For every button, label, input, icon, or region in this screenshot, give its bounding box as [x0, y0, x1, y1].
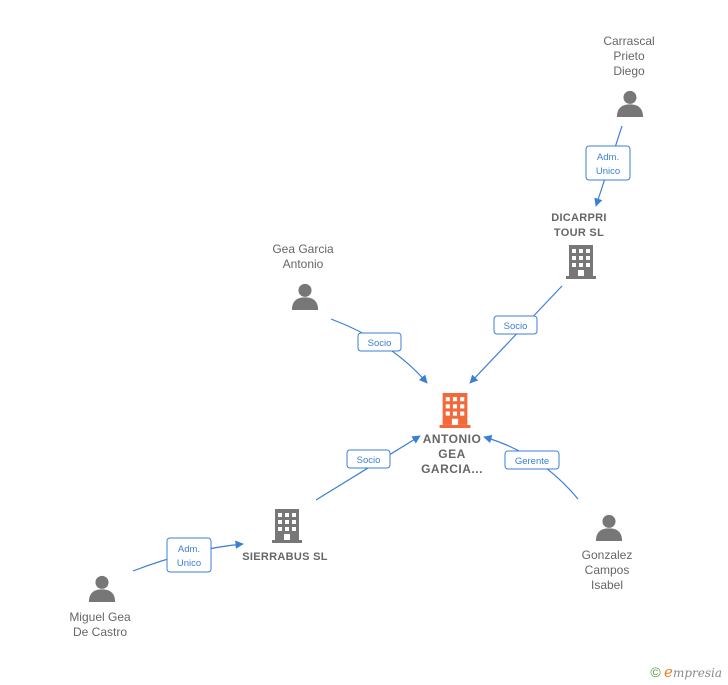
person-icon — [595, 514, 623, 541]
edge-label-e1[interactable]: Adm. Unico — [585, 145, 631, 181]
node-label-line: Isabel — [591, 578, 623, 592]
brand-rest: mpresia — [672, 666, 722, 680]
building-icon — [439, 393, 471, 428]
building-icon — [566, 245, 596, 279]
person-icon — [88, 575, 116, 602]
edge-label-e5[interactable]: Gerente — [504, 450, 560, 470]
node-main-company[interactable]: ANTONIO GEA GARCIA... — [421, 393, 483, 476]
edge-label-e3[interactable]: Socio — [357, 332, 402, 352]
person-icon — [291, 283, 319, 310]
building-icon — [272, 509, 302, 543]
node-label-line: ANTONIO — [423, 432, 482, 446]
person-icon — [616, 90, 644, 117]
node-gea-garcia[interactable]: Gea Garcia Antonio — [272, 242, 334, 310]
node-dicarpri[interactable]: DICARPRI TOUR SL — [551, 212, 607, 279]
node-label-line: Prieto — [613, 49, 645, 63]
node-label-line: De Castro — [73, 625, 127, 639]
edge-label-e2[interactable]: Socio — [493, 315, 538, 335]
edge-label-line: Adm. — [178, 544, 200, 555]
edge-label-line: Unico — [596, 166, 620, 177]
node-label-line: SIERRABUS SL — [242, 551, 328, 563]
copyright-icon: © — [650, 664, 661, 680]
node-miguel[interactable]: Miguel Gea De Castro — [69, 575, 131, 639]
node-label-line: Carrascal — [603, 34, 654, 48]
brand-e: e — [664, 663, 673, 681]
node-label-line: TOUR SL — [554, 227, 604, 239]
node-label-line: Miguel Gea — [69, 610, 131, 624]
edge-label-line: Socio — [504, 321, 528, 332]
empresia-logo: © empresia — [650, 663, 722, 681]
edge-label-line: Unico — [177, 558, 201, 569]
edge-label-line: Socio — [368, 338, 392, 349]
node-label-line: DICARPRI — [551, 212, 607, 224]
node-carrascal[interactable]: Carrascal Prieto Diego — [603, 34, 655, 117]
node-label-line: Diego — [613, 64, 645, 78]
edge-label-e6[interactable]: Adm. Unico — [166, 537, 212, 573]
edge-label-e4[interactable]: Socio — [346, 449, 391, 469]
edge-label-line: Socio — [357, 455, 381, 466]
node-label-line: Gonzalez — [582, 548, 633, 562]
node-gonzalez[interactable]: Gonzalez Campos Isabel — [582, 514, 633, 592]
node-label-line: Campos — [585, 563, 630, 577]
node-sierrabus[interactable]: SIERRABUS SL — [242, 509, 328, 563]
node-label-line: GARCIA... — [421, 462, 483, 476]
node-label-line: Gea Garcia — [272, 242, 334, 256]
edge-label-line: Gerente — [515, 456, 549, 467]
node-label-line: GEA — [438, 447, 466, 461]
edge-label-line: Adm. — [597, 152, 619, 163]
node-label-line: Antonio — [283, 257, 324, 271]
